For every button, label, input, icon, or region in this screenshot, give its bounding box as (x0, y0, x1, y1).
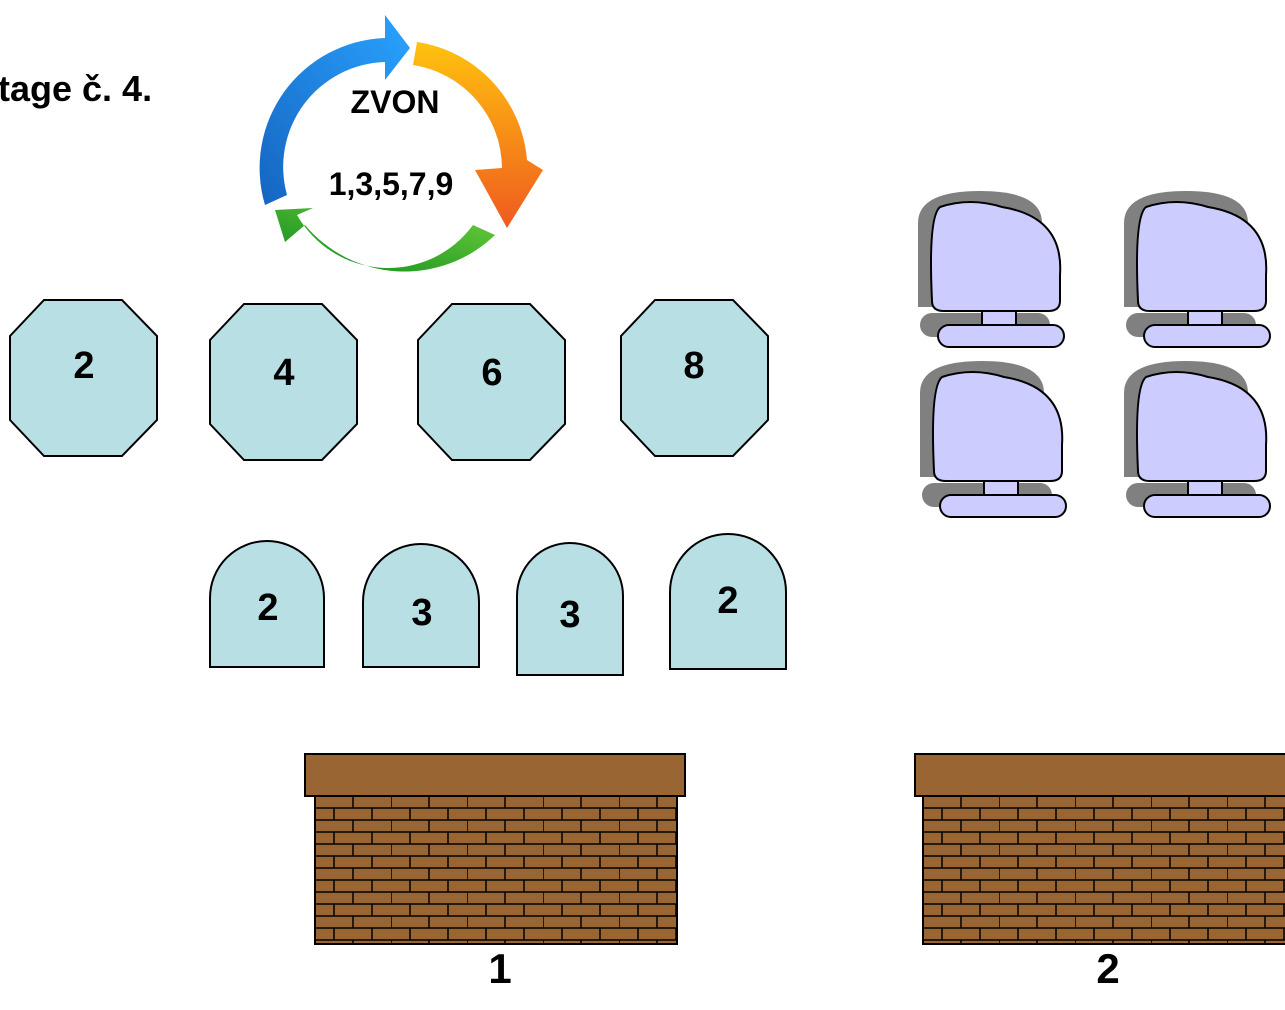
octagon-label: 6 (481, 352, 503, 394)
brick-wall (304, 753, 686, 945)
brick-wall (914, 753, 1285, 945)
stage-title: tage č. 4. (0, 68, 153, 109)
octagon-obstacle (209, 303, 358, 461)
monitor-icon (1123, 190, 1271, 348)
arch-obstacle (209, 540, 325, 668)
octagon-label: 8 (683, 345, 705, 387)
cycle-arrows-icon (259, 15, 543, 272)
arch-obstacle (669, 533, 787, 670)
arch-obstacle (516, 542, 624, 676)
arch-label: 3 (411, 592, 433, 634)
octagon-obstacle (620, 299, 769, 457)
green-arrow (275, 208, 495, 272)
octagon-obstacle (9, 299, 158, 457)
octagon-label: 4 (273, 352, 295, 394)
wall-label: 2 (1096, 945, 1120, 992)
monitor-icon (917, 190, 1065, 348)
wall-label: 1 (488, 945, 512, 992)
monitor-icon (919, 360, 1067, 518)
cycle-title: ZVON (350, 84, 440, 120)
orange-arrow (413, 42, 543, 228)
arch-label: 2 (717, 580, 739, 622)
monitor-icon (1123, 360, 1271, 518)
blue-arrow (259, 15, 410, 205)
arch-label: 2 (257, 587, 279, 629)
octagon-label: 2 (73, 345, 95, 387)
monitor-obstacles (917, 190, 1271, 518)
cycle-numbers: 1,3,5,7,9 (328, 166, 454, 202)
octagon-obstacle (417, 303, 566, 461)
arch-obstacle (362, 543, 480, 668)
arch-label: 3 (559, 594, 581, 636)
